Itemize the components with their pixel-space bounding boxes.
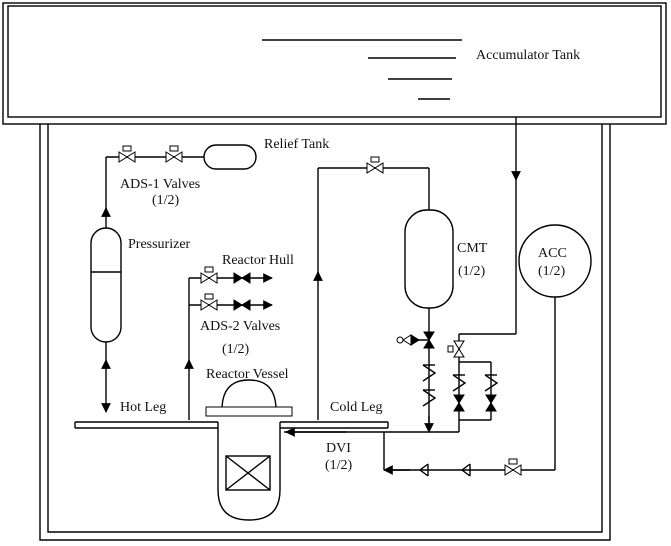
ads2-valves-label: ADS-2 Valves bbox=[200, 319, 280, 334]
ads2-valve-2 bbox=[233, 299, 251, 311]
reactor-hull-valve-1 bbox=[200, 266, 218, 284]
recirculation-valve bbox=[447, 340, 465, 358]
reactor-vessel bbox=[205, 379, 293, 521]
cold-leg-label: Cold Leg bbox=[330, 400, 383, 415]
recirculation-check-valve-1 bbox=[452, 374, 467, 392]
accumulator-acc bbox=[518, 224, 592, 298]
acc-isolation-valve bbox=[504, 458, 522, 476]
containment-boundary bbox=[39, 124, 611, 541]
cmt-check-valve-2 bbox=[422, 389, 437, 407]
hot-leg-label: Hot Leg bbox=[120, 400, 166, 415]
cmt-label: CMT bbox=[457, 241, 488, 256]
ads1-fraction-label: (1/2) bbox=[152, 193, 180, 208]
pressurizer bbox=[90, 227, 122, 343]
reactor-hull-label: Reactor Hull bbox=[222, 253, 294, 268]
cmt-balance-valve bbox=[366, 156, 384, 174]
dvi-label: DVI bbox=[326, 441, 351, 456]
cmt-check-valve-1 bbox=[422, 364, 437, 382]
ads1-valve-1 bbox=[118, 145, 136, 163]
main-coolant-piping bbox=[74, 421, 389, 429]
pressurizer-label: Pressurizer bbox=[128, 237, 191, 252]
accumulator-tank bbox=[2, 2, 667, 125]
recirculation-check-valve-2 bbox=[484, 374, 499, 392]
reactor-core bbox=[225, 455, 271, 491]
relief-tank-label: Relief Tank bbox=[264, 137, 329, 152]
recirculation-valve-3 bbox=[485, 394, 497, 412]
cmt-isolation-valve-2 bbox=[423, 331, 435, 349]
reactor-vessel-label: Reactor Vessel bbox=[206, 367, 289, 382]
accumulator-tank-label: Accumulator Tank bbox=[476, 48, 580, 63]
core-makeup-tank bbox=[404, 209, 454, 309]
cmt-fraction-label: (1/2) bbox=[458, 264, 486, 279]
acc-label: ACC bbox=[538, 246, 567, 261]
acc-check-valve-2 bbox=[418, 463, 429, 477]
recirculation-valve-2 bbox=[453, 394, 465, 412]
ads2-fraction-label: (1/2) bbox=[222, 342, 250, 357]
ads2-valve-1 bbox=[200, 293, 218, 311]
acc-check-valve-1 bbox=[460, 463, 471, 477]
ads1-valve-2 bbox=[165, 145, 183, 163]
ads1-valves-label: ADS-1 Valves bbox=[120, 177, 200, 192]
acc-fraction-label: (1/2) bbox=[538, 264, 566, 279]
cmt-isolation-valve-1 bbox=[396, 334, 429, 346]
reactor-hull-valve-2 bbox=[233, 272, 251, 284]
relief-tank bbox=[203, 144, 257, 170]
dvi-fraction-label: (1/2) bbox=[325, 458, 353, 473]
